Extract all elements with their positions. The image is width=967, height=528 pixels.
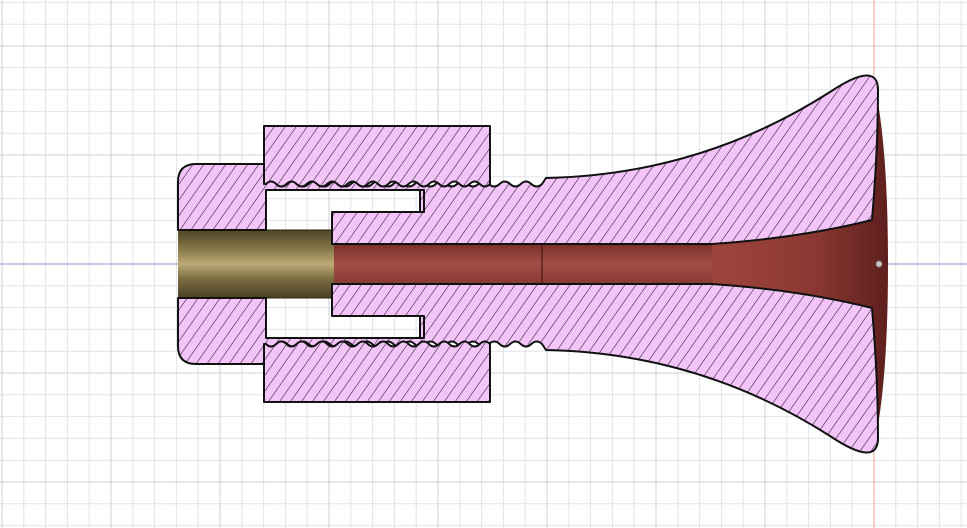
hex-nut-section-upper[interactable]	[263, 125, 491, 188]
hex-nut-section-lower[interactable]	[263, 340, 491, 403]
inner-sleeve-section-upper[interactable]	[333, 189, 425, 213]
brass-insert[interactable]	[178, 230, 334, 298]
inner-sleeve-section-lower[interactable]	[333, 315, 425, 339]
bore-interior	[332, 244, 712, 284]
origin-marker[interactable]	[875, 260, 883, 268]
